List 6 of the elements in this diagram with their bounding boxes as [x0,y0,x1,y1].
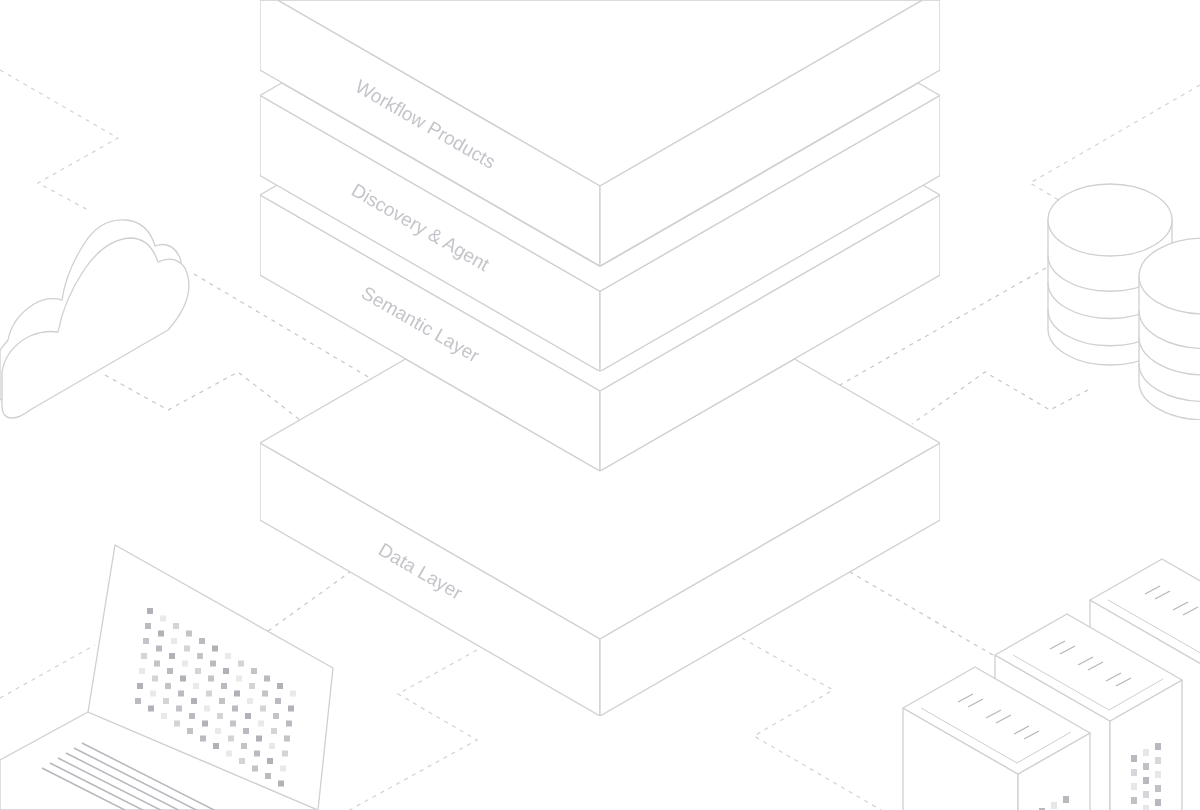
dashed-connector [911,371,1089,425]
dashed-connector [104,371,301,421]
dashed-connector [267,571,351,632]
dashed-connector [839,267,1047,386]
dashed-connector [193,273,371,379]
dashed-connector [849,571,994,656]
